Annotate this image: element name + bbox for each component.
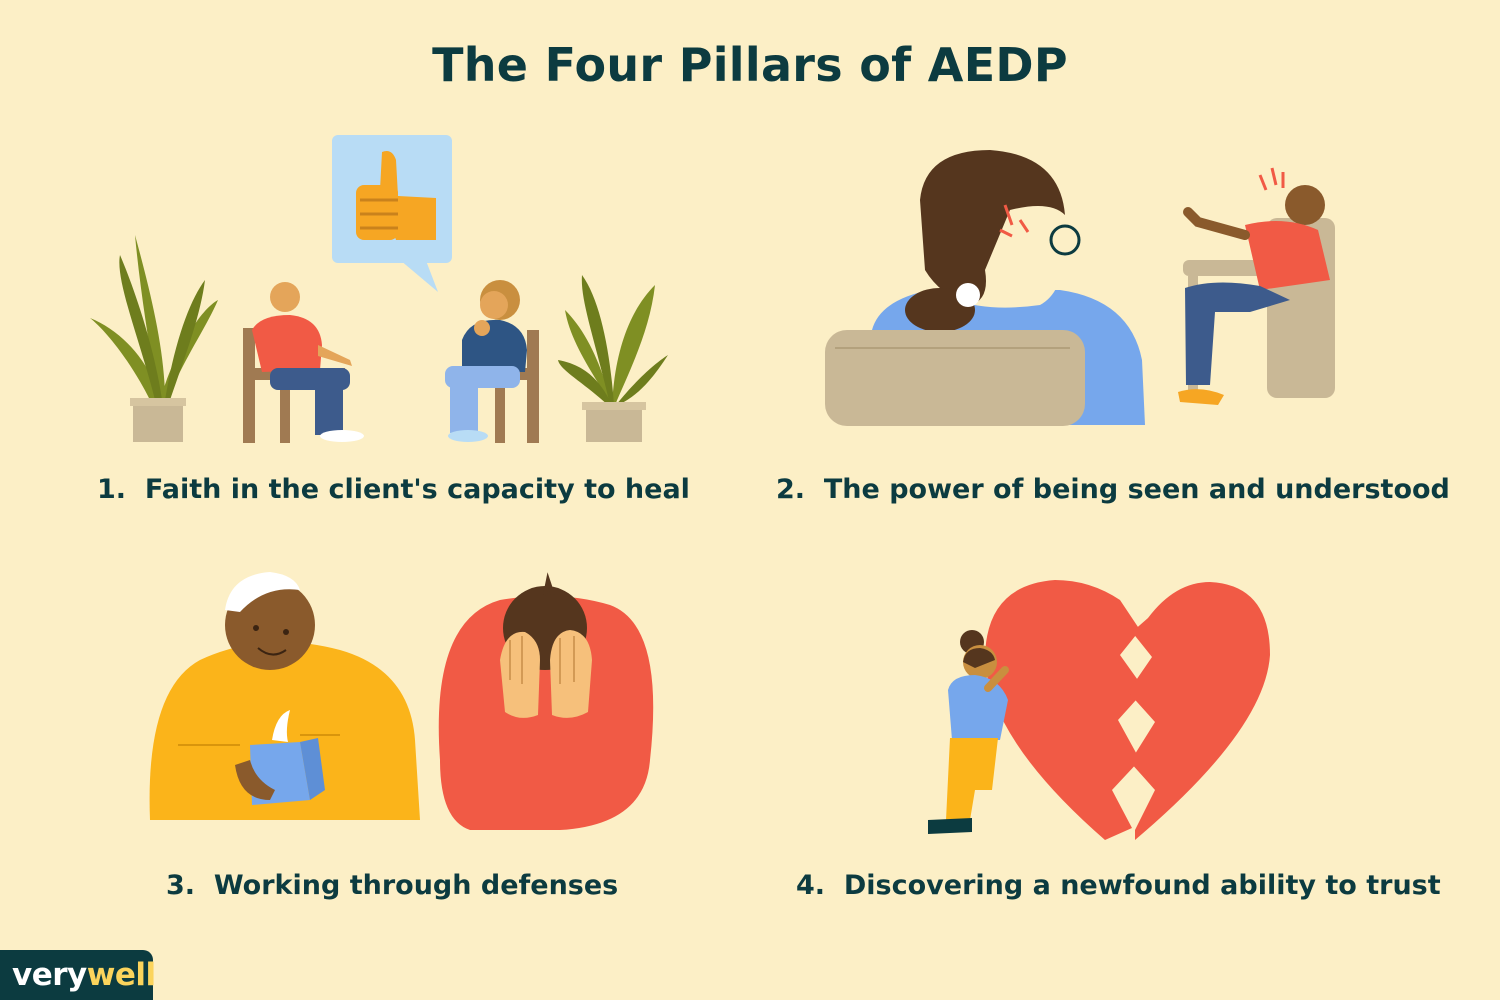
counselor-with-tissue-box-icon	[149, 572, 421, 820]
person-hugging-heart-icon	[928, 630, 1009, 834]
panel-4-illustration	[928, 580, 1270, 840]
therapist-seated-icon	[445, 280, 539, 443]
crying-person-covering-face-icon	[438, 572, 654, 830]
speech-bubble-thumbs-up-icon	[332, 135, 452, 292]
therapist-back-view-icon	[825, 150, 1145, 426]
logo-part-well: well	[86, 957, 156, 993]
page-title: The Four Pillars of AEDP	[432, 38, 1068, 92]
potted-plant-left-icon	[90, 235, 218, 442]
panel-1-illustration	[90, 135, 668, 443]
panel-3-illustration	[149, 572, 654, 830]
client-seated-icon	[243, 282, 364, 443]
logo-part-very: very	[12, 957, 87, 993]
broken-heart-icon	[985, 580, 1270, 840]
pillar-caption-4: 4. Discovering a newfound ability to tru…	[796, 870, 1441, 901]
client-in-armchair-icon	[1178, 167, 1335, 405]
pillar-caption-3: 3. Working through defenses	[166, 870, 619, 901]
potted-plant-right-icon	[558, 275, 668, 442]
pillar-caption-2: 2. The power of being seen and understoo…	[776, 474, 1450, 505]
panel-2-illustration	[825, 150, 1335, 426]
pillar-caption-1: 1. Faith in the client's capacity to hea…	[97, 474, 690, 505]
verywell-logo[interactable]: verywell	[0, 950, 156, 1000]
